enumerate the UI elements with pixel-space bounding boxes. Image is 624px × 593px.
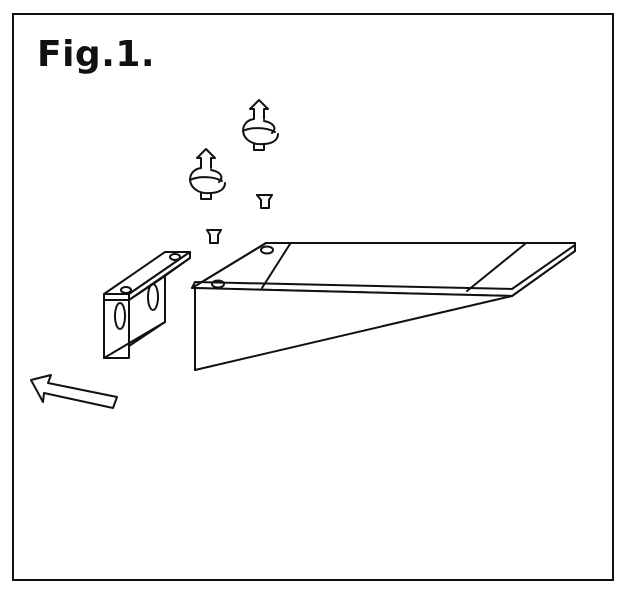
screw-icon: [206, 229, 222, 244]
rotate-screw-icon: [242, 99, 279, 151]
plate-hole-2: [169, 253, 181, 261]
rotate-screw-icon: [189, 148, 226, 200]
screw-icon: [256, 194, 273, 209]
bracket-hole-front: [211, 279, 225, 289]
figure-label: Fig.1.: [37, 34, 156, 75]
wedge-bracket: [191, 242, 576, 371]
direction-arrow-icon: [30, 374, 118, 409]
plate-hole-1: [120, 286, 132, 294]
plate-slot-2: [147, 283, 159, 311]
figure-frame: [12, 13, 614, 581]
mounting-plate: [103, 251, 191, 359]
plate-slot-1: [114, 302, 126, 330]
bracket-hole-rear: [260, 245, 274, 255]
